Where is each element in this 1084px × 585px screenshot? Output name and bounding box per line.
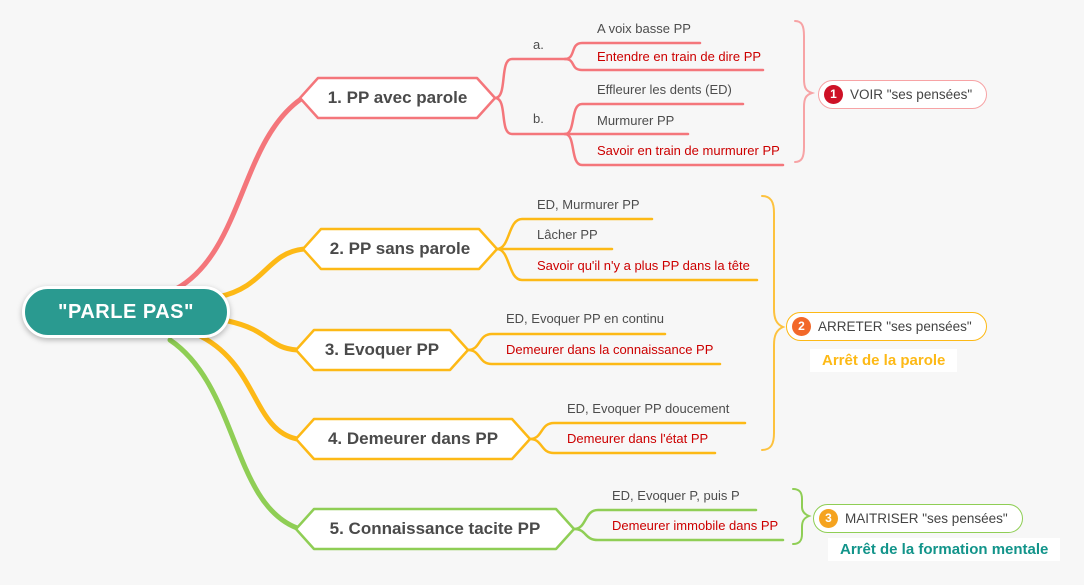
- leaf-ed-evoquer-doucement[interactable]: ED, Evoquer PP doucement: [567, 401, 730, 416]
- leaf-demeurer-etat[interactable]: Demeurer dans l'état PP: [567, 431, 709, 446]
- branch5-subtree-lines: [572, 508, 785, 542]
- leaf-demeurer-immobile[interactable]: Demeurer immobile dans PP: [612, 518, 779, 533]
- badge-2-icon: 2: [792, 317, 811, 336]
- badge-1-icon: 1: [824, 85, 843, 104]
- root-topic[interactable]: "PARLE PAS": [22, 286, 230, 338]
- branch-node-1[interactable]: 1. PP avec parole: [327, 88, 468, 107]
- callout-maitriser-label: MAITRISER "ses pensées": [845, 511, 1008, 526]
- leaf-savoir-murmurer[interactable]: Savoir en train de murmurer PP: [597, 143, 780, 158]
- callout-arreter-label: ARRETER "ses pensées": [818, 319, 972, 334]
- leaf-a-voix-basse[interactable]: A voix basse PP: [597, 21, 691, 36]
- branch1-curve: [173, 96, 304, 292]
- leaf-ed-evoquer-p-puis-p[interactable]: ED, Evoquer P, puis P: [612, 488, 740, 503]
- caption-arret-parole: Arrêt de la parole: [810, 349, 958, 372]
- branch-node-3[interactable]: 3. Evoquer PP: [324, 340, 440, 359]
- branch1-subtree-lines: [493, 41, 785, 167]
- branch2-curve: [215, 246, 307, 300]
- leaf-demeurer-connaissance[interactable]: Demeurer dans la connaissance PP: [506, 342, 714, 357]
- leaf-ed-evoquer-continu[interactable]: ED, Evoquer PP en continu: [506, 311, 665, 326]
- group-label-b[interactable]: b.: [533, 111, 544, 126]
- branch2-subtree-lines: [495, 217, 759, 282]
- branch3-subtree-lines: [466, 332, 722, 366]
- branch5-curve: [167, 337, 300, 531]
- leaf-savoir-plus-pp[interactable]: Savoir qu'il n'y a plus PP dans la tête: [537, 258, 750, 273]
- leaf-murmurer-pp[interactable]: Murmurer PP: [597, 113, 675, 128]
- branch4-subtree-lines: [528, 421, 747, 455]
- branch3-curve: [225, 318, 300, 353]
- caption-arret-formation: Arrêt de la formation mentale: [828, 538, 1061, 561]
- brace-maitriser: [792, 488, 812, 545]
- brace-voir: [794, 20, 816, 163]
- leaf-entendre-dire[interactable]: Entendre en train de dire PP: [597, 49, 762, 64]
- brace-arreter: [761, 195, 786, 451]
- branch-node-2[interactable]: 2. PP sans parole: [329, 239, 471, 258]
- leaf-effleurer-dents[interactable]: Effleurer les dents (ED): [597, 82, 732, 97]
- group-label-a[interactable]: a.: [533, 37, 544, 52]
- callout-voir-label: VOIR "ses pensées": [850, 87, 973, 102]
- leaf-ed-murmurer[interactable]: ED, Murmurer PP: [537, 197, 640, 212]
- callout-voir[interactable]: 1 VOIR "ses pensées": [818, 80, 988, 109]
- badge-3-icon: 3: [819, 509, 838, 528]
- branch-node-4[interactable]: 4. Demeurer dans PP: [327, 429, 499, 448]
- branch-node-5[interactable]: 5. Connaissance tacite PP: [329, 519, 541, 538]
- callout-maitriser[interactable]: 3 MAITRISER "ses pensées": [813, 504, 1023, 533]
- leaf-lacher-pp[interactable]: Lâcher PP: [537, 227, 598, 242]
- callout-arreter[interactable]: 2 ARRETER "ses pensées": [786, 312, 987, 341]
- branch4-curve: [193, 331, 300, 442]
